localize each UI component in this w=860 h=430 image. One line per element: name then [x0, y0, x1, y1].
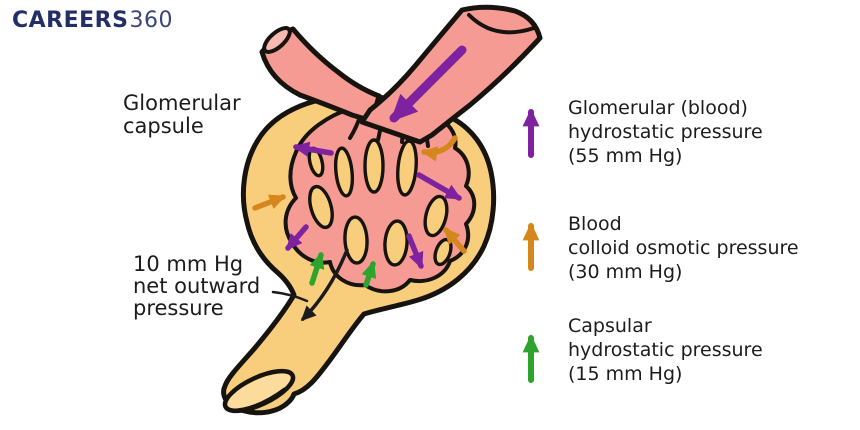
osmotic-pressure-arrows — [252, 135, 467, 254]
net-pressure-pointer-line — [271, 290, 309, 303]
glomerular-capsule-label: Glomerular capsule — [123, 92, 241, 138]
legend2-line2: colloid osmotic pressure — [568, 237, 799, 259]
net-outward-pressure-label: 10 mm Hg net outward pressure — [133, 253, 260, 319]
glomerular-pressure-arrows — [285, 45, 467, 270]
efferent-arteriole — [359, 4, 543, 145]
legend2-line1: Blood — [568, 213, 622, 235]
legend1-line3: (55 mm Hg) — [568, 145, 683, 167]
legend-item-glomerular-pressure: Glomerular (blood) hydrostatic pressure … — [568, 96, 763, 168]
net-label-line3: pressure — [133, 296, 224, 320]
capsular-pressure-arrows — [309, 251, 377, 288]
afferent-arteriole — [259, 26, 382, 124]
capsule-label-line1: Glomerular — [123, 91, 241, 115]
logo-suffix-text: 360 — [129, 8, 173, 33]
legend3-line1: Capsular — [568, 315, 652, 337]
legend1-line1: Glomerular (blood) — [568, 97, 748, 119]
tubule-opening — [222, 368, 296, 414]
tuft-capillary-gaps — [307, 138, 453, 267]
capsule-label-line2: capsule — [123, 114, 204, 138]
logo-brand-text: CAREERS — [12, 8, 129, 33]
careers360-logo: CAREERS360 — [12, 8, 173, 33]
legend-item-osmotic-pressure: Blood colloid osmotic pressure (30 mm Hg… — [568, 212, 799, 284]
afferent-opening — [262, 26, 292, 54]
net-label-line1: 10 mm Hg — [133, 252, 244, 276]
blood-flow-in-arrow — [389, 45, 467, 123]
legend-item-capsular-pressure: Capsular hydrostatic pressure (15 mm Hg) — [568, 314, 763, 386]
legend3-line3: (15 mm Hg) — [568, 363, 683, 385]
efferent-opening — [467, 13, 536, 35]
net-outward-flow-arrow — [300, 248, 349, 322]
legend1-line2: hydrostatic pressure — [568, 121, 763, 143]
legend2-line3: (30 mm Hg) — [568, 261, 683, 283]
legend3-line2: hydrostatic pressure — [568, 339, 763, 361]
net-label-line2: net outward — [133, 274, 261, 298]
